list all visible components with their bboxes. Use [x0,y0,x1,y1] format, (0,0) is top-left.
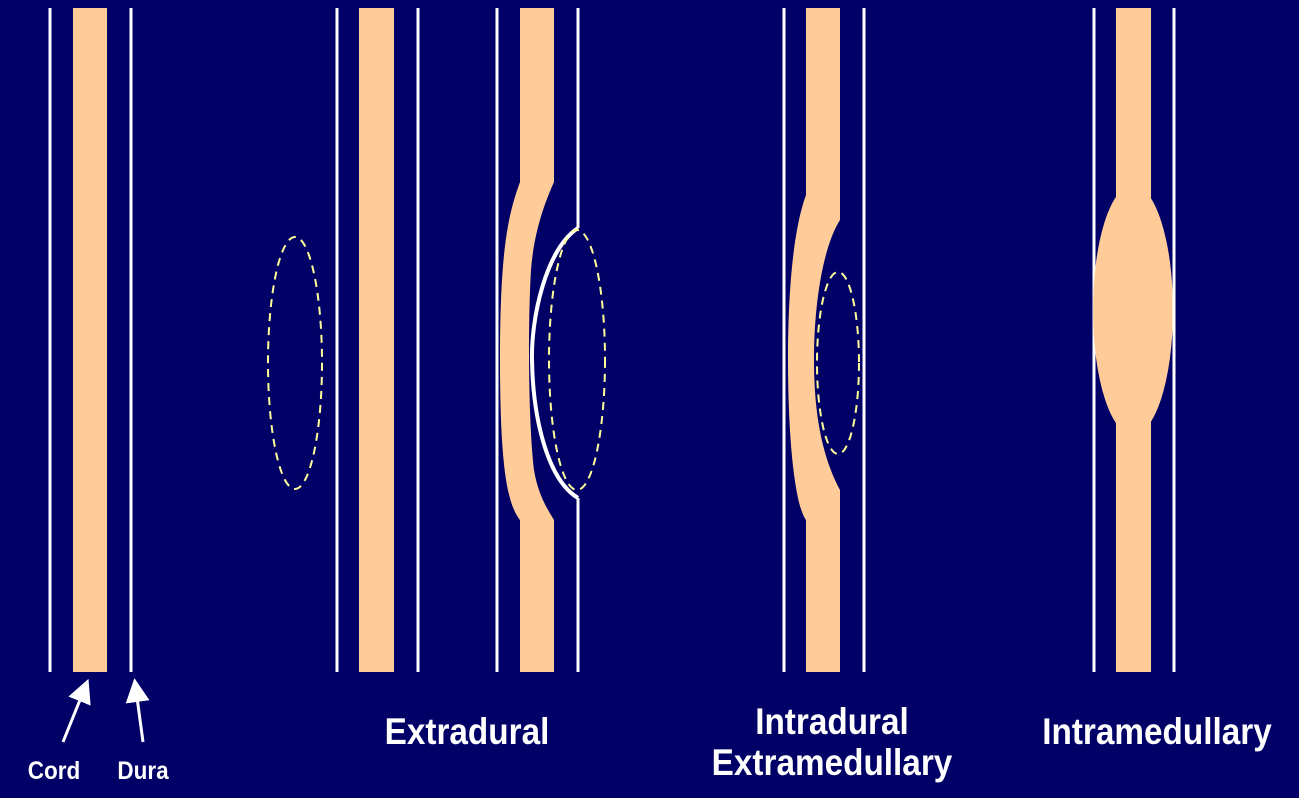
dura-pointer-arrow [136,690,143,742]
intradural-extramedullary-panel [784,8,864,672]
normal-panel [50,8,143,742]
intramedullary-panel [1093,8,1174,672]
extradural-label: Extradural [364,711,571,752]
dura-label: Dura [109,757,177,785]
displaced-spinal-cord [788,8,840,672]
intramedullary-label: Intramedullary [1036,711,1279,752]
displaced-spinal-cord [500,8,554,672]
intradural-label-line1: Intradural [697,701,967,742]
expanded-cord-lesion [1093,185,1173,435]
intradural-label: Intradural Extramedullary [697,701,967,784]
cord-pointer-arrow [63,690,84,742]
extradural-mass-panel [268,8,418,672]
cord-label: Cord [22,757,87,785]
extradural-mass-outline [549,230,605,490]
intradural-label-line2: Extramedullary [697,742,967,783]
extradural-compressed-panel [497,8,605,672]
intradural-mass-outline [817,272,859,454]
spinal-cord [359,8,394,672]
extradural-mass-outline [268,237,322,489]
spinal-cord [73,8,107,672]
displaced-dura-curve [532,228,578,498]
